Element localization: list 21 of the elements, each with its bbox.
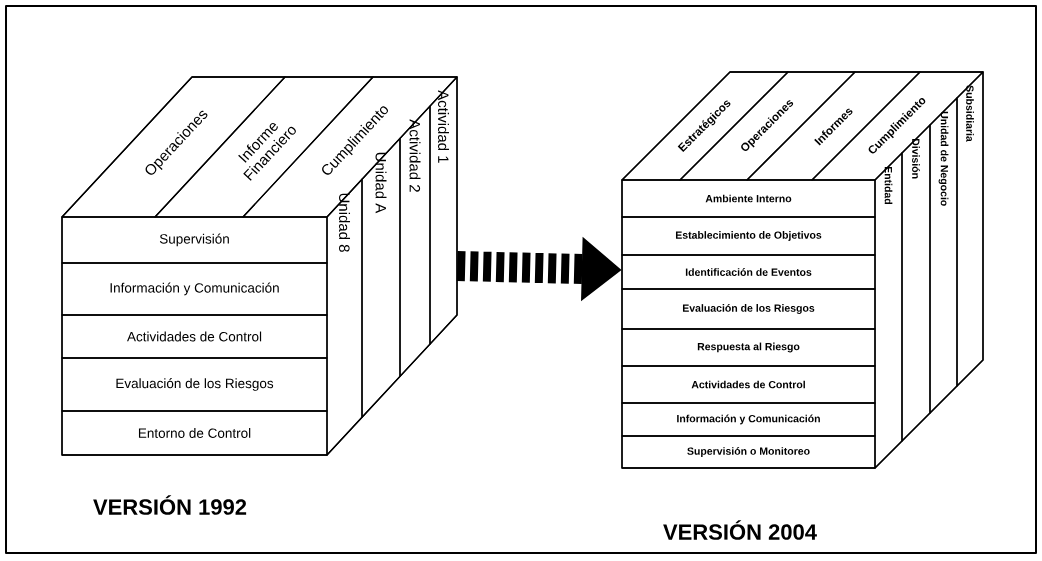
component-row: Establecimiento de Objetivos bbox=[621, 216, 876, 256]
component-row: Respuesta al Riesgo bbox=[621, 328, 876, 367]
unit-strip: Entidad bbox=[874, 152, 903, 469]
component-row: Evaluación de los Riesgos bbox=[61, 357, 328, 412]
unit-strip: Unidad de Negocio bbox=[929, 97, 958, 414]
component-row: Supervisión bbox=[61, 216, 328, 264]
node-label: VERSIÓN 2004 bbox=[663, 520, 817, 540]
component-row: Supervisión o Monitoreo bbox=[621, 435, 876, 469]
unit-strip: Unidad 8 bbox=[326, 178, 363, 456]
component-row: Ambiente Interno bbox=[621, 179, 876, 218]
component-row: Actividades de Control bbox=[621, 365, 876, 404]
component-row: Información y Comunicación bbox=[61, 262, 328, 316]
unit-strip: Actividad 2 bbox=[399, 105, 431, 377]
component-row: Actividades de Control bbox=[61, 314, 328, 359]
component-row: Evaluación de los Riesgos bbox=[621, 288, 876, 330]
unit-strip: Subsidiaria bbox=[956, 71, 984, 387]
unit-strip: Actividad 1 bbox=[429, 76, 458, 345]
component-row: Identificación de Eventos bbox=[621, 254, 876, 290]
component-row: Información y Comunicación bbox=[621, 402, 876, 437]
component-row: Entorno de Control bbox=[61, 410, 328, 456]
node-label: VERSIÓN 1992 bbox=[93, 495, 247, 515]
